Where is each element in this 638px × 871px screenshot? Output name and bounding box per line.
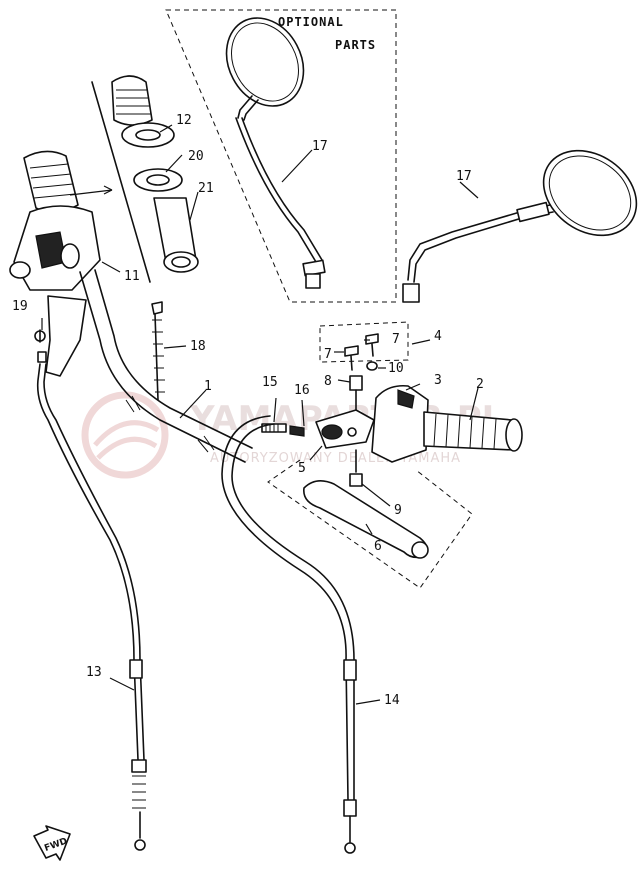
callout-14: 14 [384,693,400,708]
optional-label-line1: OPTIONAL [278,15,344,29]
mirror-right [402,149,638,303]
throttle-cable [36,351,147,851]
callout-13: 13 [86,665,102,680]
fwd-arrow: FWD [33,825,71,861]
right-grip-throttle [371,384,523,463]
callout-15: 15 [262,375,278,390]
callout-7-right: 7 [392,332,400,347]
clutch-lever-assembly [267,321,473,589]
screw-19 [34,329,46,343]
callout-16: 16 [294,383,310,398]
callout-20: 20 [188,149,204,164]
callout-10: 10 [388,361,404,376]
watermark-logo-swoosh [93,420,160,460]
callout-1: 1 [204,379,212,394]
callout-2: 2 [476,377,484,392]
callout-17-right: 17 [456,169,472,184]
optional-label-line2: PARTS [335,38,376,52]
callout-19: 19 [12,299,28,314]
mirror-left [225,17,326,289]
watermark-logo [81,391,169,479]
cable-band [151,301,165,401]
callout-labels: 12 20 21 11 17 17 19 18 1 15 16 4 7 7 10… [12,113,484,708]
callout-11: 11 [124,269,140,284]
watermark-tagline: AUTORYZOWANY DEALER YAMAHA [210,451,461,466]
left-switch-housing [9,150,101,377]
callout-leaders [41,124,479,705]
callout-18-visible: 18 [190,339,206,354]
cable-adjuster [261,423,305,437]
callout-6: 6 [374,539,382,554]
callout-9: 9 [394,503,402,518]
callout-17-left: 17 [312,139,328,154]
callout-8: 8 [324,374,332,389]
optional-parts-frame: OPTIONAL PARTS [165,9,397,303]
callout-12: 12 [176,113,192,128]
callout-3: 3 [434,373,442,388]
callout-21: 21 [198,181,214,196]
grip-detail-set [91,75,199,283]
callout-4: 4 [434,329,442,344]
handlebar [79,269,253,463]
callout-7-left: 7 [324,347,332,362]
clutch-cable [221,415,357,854]
callout-5: 5 [298,461,306,476]
